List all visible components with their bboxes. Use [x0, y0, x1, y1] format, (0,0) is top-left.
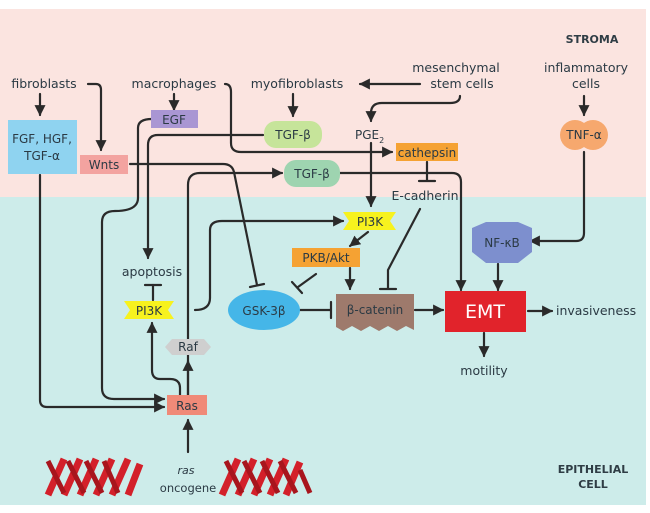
pi3k-center-node: [343, 212, 396, 230]
msc-label-line1: mesenchymal: [412, 60, 500, 75]
ras-node: [167, 395, 207, 415]
arrow-tgfb-apoptosis: [142, 133, 265, 260]
tnfa-label: TNF-α: [565, 128, 602, 142]
egf-node: [151, 110, 198, 128]
pi3k-left-label: PI3K: [136, 304, 163, 318]
epithelial-label-line2: CELL: [578, 478, 608, 491]
tgfb-lower-label: TGF-β: [293, 167, 330, 181]
ras-gene-italic-label: ras: [178, 464, 195, 477]
arrow-tnfa-nfkb: [528, 150, 586, 247]
arrow-tgfb-emt: [338, 171, 467, 292]
pi3k-center-label: PI3K: [357, 215, 384, 229]
fgf-hgf-tgfa-label-line2: TGF-α: [23, 149, 60, 163]
pkb-akt-node: [292, 248, 360, 267]
arrow-pi3k-pkb: [348, 230, 370, 248]
bcatenin-node: [336, 294, 414, 331]
apoptosis-label: apoptosis: [122, 264, 182, 279]
inflammatory-label-line2: cells: [572, 76, 600, 91]
nfkb-node: [472, 222, 532, 263]
pi3k-left-node: [124, 301, 174, 319]
emt-node: [445, 291, 526, 332]
msc-label-line2: stem cells: [430, 76, 493, 91]
inflammatory-label-line1: inflammatory: [544, 60, 629, 75]
invasiveness-label: invasiveness: [556, 303, 636, 318]
cathepsin-node: [396, 143, 458, 161]
pge2-subscript: 2: [379, 136, 384, 145]
ras-label: Ras: [176, 399, 198, 413]
arrow-pi3kleft-pi3kcenter: [193, 215, 345, 312]
wnts-node: [80, 155, 128, 174]
dna-helix-right-icon: [218, 457, 313, 497]
nfkb-label: NF-κB: [484, 236, 520, 250]
inhibit-pkb-gsk3b-bar: [290, 280, 304, 295]
myofibroblasts-label: myofibroblasts: [251, 76, 344, 91]
fibroblasts-label: fibroblasts: [11, 76, 76, 91]
arrow-egf-ras: [100, 117, 166, 405]
arrow-ras-pi3kleft: [146, 321, 182, 398]
pge2-label: PGE2: [355, 128, 384, 145]
arrow-msc-pge2: [365, 94, 462, 123]
egf-label: EGF: [162, 113, 186, 127]
arrow-macrophages-cathepsin: [223, 82, 394, 158]
fgf-hgf-tgfa-node: [8, 120, 77, 174]
stroma-label: STROMA: [566, 33, 619, 46]
pge2-main: PGE: [355, 128, 379, 142]
arrow-fgf-ras: [38, 173, 166, 413]
epithelial-region: [0, 197, 646, 505]
raf-node: [165, 339, 211, 355]
fgf-hgf-tgfa-label-line1: FGF, HGF,: [12, 132, 72, 146]
inhibit-wnts-gsk3b-bar: [248, 282, 266, 289]
pkb-akt-label: PKB/Akt: [302, 251, 350, 265]
tgfb-upper-node: [264, 121, 322, 148]
macrophages-label: macrophages: [132, 76, 217, 91]
tnfa-node-right: [578, 120, 608, 150]
gsk3b-node: [228, 290, 300, 330]
inhibit-ecadherin-bcatenin: [386, 207, 422, 290]
ras-gene-label: oncogene: [160, 481, 216, 495]
ecadherin-label: E-cadherin: [391, 188, 458, 203]
emt-label: EMT: [465, 301, 505, 323]
arrow-fibroblasts-wnts: [86, 82, 107, 152]
bcatenin-label: β-catenin: [347, 303, 404, 317]
tgfb-lower-node: [284, 160, 340, 187]
arrow-ras-tgfb: [186, 167, 284, 402]
dna-helix-left-icon: [44, 457, 144, 497]
cathepsin-label: cathepsin: [398, 146, 456, 160]
tgfb-upper-label: TGF-β: [274, 128, 311, 142]
inhibit-pkb-gsk3b: [296, 272, 318, 289]
epithelial-label-line1: EPITHELIAL: [558, 463, 629, 476]
gsk3b-label: GSK-3β: [242, 304, 285, 318]
motility-label: motility: [460, 363, 508, 378]
raf-label: Raf: [178, 340, 198, 354]
wnts-label: Wnts: [89, 158, 119, 172]
